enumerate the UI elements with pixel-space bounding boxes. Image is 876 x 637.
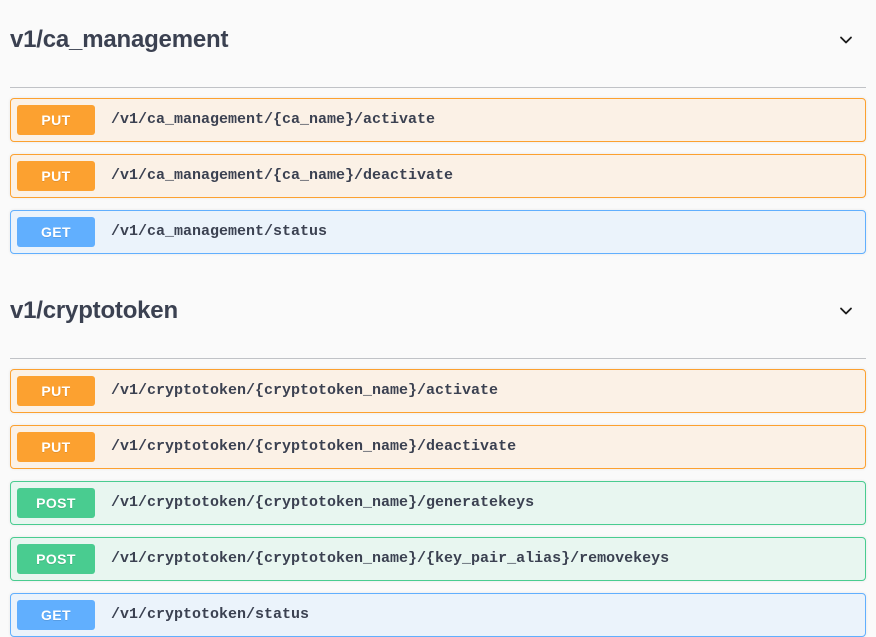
operation-path: /v1/cryptotoken/status: [111, 606, 310, 624]
operation-row[interactable]: PUT /v1/ca_management/{ca_name}/deactiva…: [10, 153, 866, 198]
operation-row[interactable]: PUT /v1/ca_management/{ca_name}/activate: [10, 97, 866, 142]
operation-path: /v1/cryptotoken/{cryptotoken_name}/gener…: [111, 494, 535, 512]
operation-path: /v1/cryptotoken/{cryptotoken_name}/{key_…: [111, 550, 670, 568]
http-method-badge: PUT: [17, 160, 95, 191]
http-method-badge: PUT: [17, 375, 95, 406]
section-header-cryptotoken[interactable]: v1/cryptotoken: [10, 273, 866, 359]
http-method-badge: POST: [17, 487, 95, 518]
http-method-badge: PUT: [17, 431, 95, 462]
operation-row[interactable]: PUT /v1/cryptotoken/{cryptotoken_name}/d…: [10, 424, 866, 469]
section-header-ca-management[interactable]: v1/ca_management: [10, 2, 866, 88]
operation-row[interactable]: GET /v1/ca_management/status: [10, 209, 866, 254]
http-method-badge: GET: [17, 216, 95, 247]
http-method-badge: PUT: [17, 104, 95, 135]
section-title: v1/cryptotoken: [10, 296, 178, 324]
api-tag-section-ca-management: v1/ca_management PUT /v1/ca_management/{…: [10, 2, 866, 254]
operation-row[interactable]: POST /v1/cryptotoken/{cryptotoken_name}/…: [10, 480, 866, 525]
operation-path: /v1/ca_management/status: [111, 223, 328, 241]
chevron-down-icon[interactable]: [836, 301, 856, 321]
operation-row[interactable]: GET /v1/cryptotoken/status: [10, 592, 866, 637]
operation-path: /v1/cryptotoken/{cryptotoken_name}/deact…: [111, 438, 517, 456]
chevron-down-icon[interactable]: [836, 30, 856, 50]
section-title: v1/ca_management: [10, 26, 229, 53]
http-method-badge: GET: [17, 599, 95, 630]
operation-path: /v1/ca_management/{ca_name}/deactivate: [111, 167, 454, 185]
operation-path: /v1/cryptotoken/{cryptotoken_name}/activ…: [111, 382, 499, 400]
operation-path: /v1/ca_management/{ca_name}/activate: [111, 111, 436, 129]
http-method-badge: POST: [17, 543, 95, 574]
api-tag-section-cryptotoken: v1/cryptotoken PUT /v1/cryptotoken/{cryp…: [10, 273, 866, 637]
operation-row[interactable]: PUT /v1/cryptotoken/{cryptotoken_name}/a…: [10, 368, 866, 413]
operation-row[interactable]: POST /v1/cryptotoken/{cryptotoken_name}/…: [10, 536, 866, 581]
